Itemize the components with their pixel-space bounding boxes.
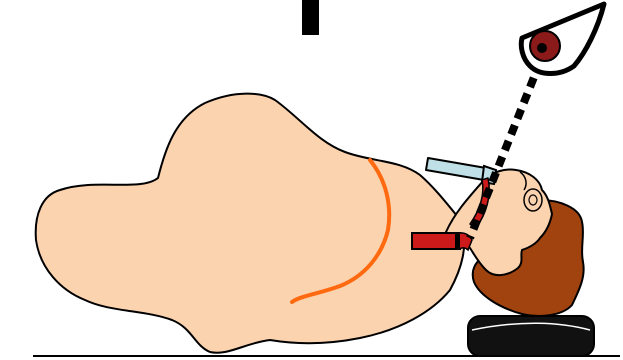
patient-body: [36, 94, 465, 353]
head-support-pad: [468, 316, 594, 356]
ear: [524, 189, 542, 211]
cropped-glyph-fragment: [302, 0, 319, 35]
observer-eye: [521, 4, 604, 74]
laryngoscope-handle: [426, 158, 486, 180]
endotracheal-tube: [412, 233, 472, 250]
eye-pupil: [537, 43, 547, 53]
